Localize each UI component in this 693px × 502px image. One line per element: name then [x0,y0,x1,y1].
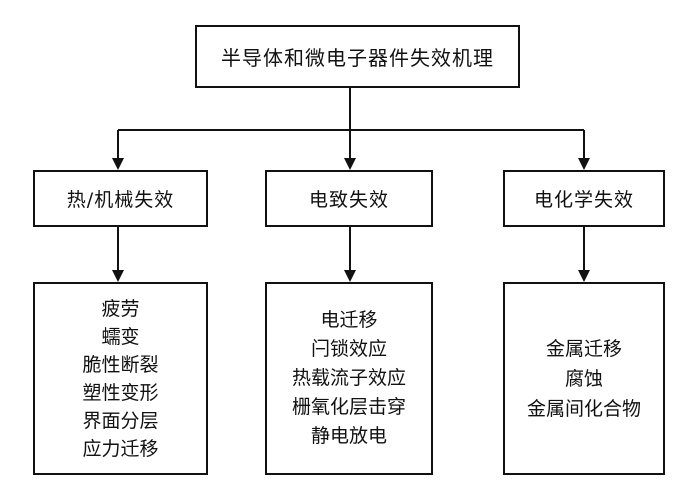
arrowhead-cat2 [344,158,356,170]
category-node-thermal-mechanical: 热/机械失效 [33,170,208,227]
mechanism-items: 疲劳 蠕变 脆性断裂 塑性变形 界面分层 应力迁移 [82,295,158,463]
mechanism-list-electrical: 电迁移 闩锁效应 热载流子效应 栅氧化层击穿 静电放电 [265,282,433,475]
list-item: 金属迁移 [545,337,622,360]
arrowhead-cat1 [112,158,124,170]
category-node-electrochemical: 电化学失效 [503,170,665,227]
list-item: 金属间化合物 [526,397,641,420]
list-item: 电迁移 [320,309,378,331]
category-label: 电致失效 [308,189,389,211]
list-item: 疲劳 [101,297,140,320]
root-title: 半导体和微电子器件失效机理 [221,46,494,70]
mechanism-list-electrochemical: 金属迁移 腐蚀 金属间化合物 [503,282,665,475]
arrowhead-list1 [112,270,124,282]
list-item: 腐蚀 [564,367,603,390]
arrowhead-list3 [578,270,590,282]
category-label: 电化学失效 [533,189,634,211]
list-item: 塑性变形 [82,381,159,404]
list-item: 应力迁移 [82,437,159,460]
list-item: 热载流子效应 [291,367,406,389]
list-item: 闩锁效应 [310,338,387,360]
list-item: 脆性断裂 [82,353,159,376]
list-item: 静电放电 [310,425,387,447]
mechanism-items: 金属迁移 腐蚀 金属间化合物 [527,334,641,424]
mechanism-items: 电迁移 闩锁效应 热载流子效应 栅氧化层击穿 静电放电 [292,306,406,451]
list-item: 蠕变 [101,325,140,348]
root-node: 半导体和微电子器件失效机理 [195,25,520,88]
mechanism-list-thermal-mechanical: 疲劳 蠕变 脆性断裂 塑性变形 界面分层 应力迁移 [33,282,208,475]
arrowhead-cat3 [578,158,590,170]
category-label: 热/机械失效 [66,189,175,211]
list-item: 栅氧化层击穿 [291,396,406,418]
list-item: 界面分层 [82,409,159,432]
arrowhead-list2 [344,270,356,282]
category-node-electrical: 电致失效 [265,170,433,227]
